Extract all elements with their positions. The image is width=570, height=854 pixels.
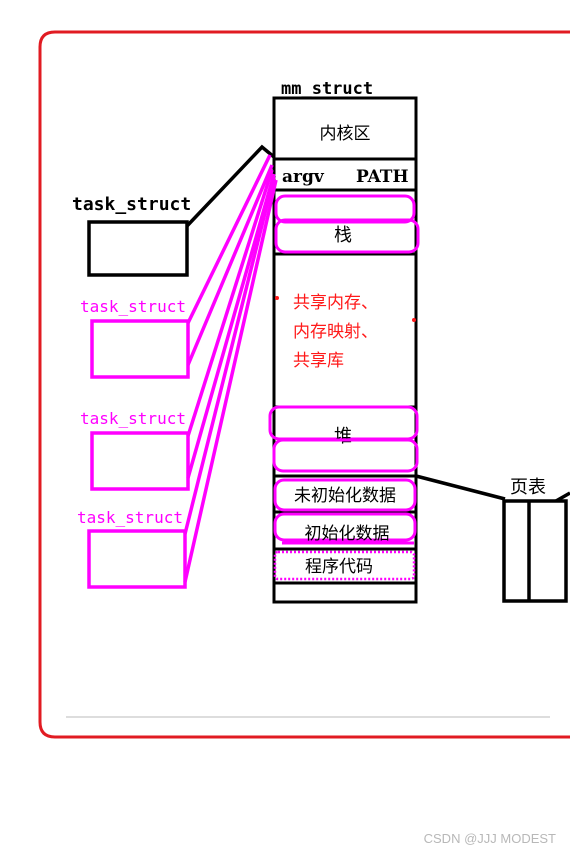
- argv-label: argv: [282, 167, 325, 187]
- page-table-box: [502, 499, 568, 603]
- mm-struct-title: mm_struct: [281, 79, 373, 99]
- uninit-data-label: 未初始化数据: [294, 486, 396, 506]
- thread-to-mm-link: [186, 164, 274, 366]
- thread-to-mm-link: [183, 179, 278, 583]
- outer-frame: [38, 30, 570, 739]
- task-to-mm-link: [185, 144, 276, 228]
- task-struct-box: [87, 220, 189, 277]
- thread-to-mm-link: [186, 173, 276, 479]
- uninit-bubble: [273, 478, 417, 512]
- mm-to-page-table-link: [415, 474, 506, 501]
- red-dot: [412, 318, 416, 322]
- kernel-region-label: 内核区: [320, 124, 371, 144]
- task-struct-label: task_struct: [72, 194, 191, 215]
- thread-to-mm-link: [186, 169, 274, 437]
- thread-stack-bubble: [274, 194, 416, 224]
- thread-task-struct-box: [90, 431, 190, 491]
- thread-to-mm-link: [186, 154, 272, 324]
- thread-heap-bubble: [272, 438, 419, 473]
- thread-to-mm-link: [183, 176, 276, 535]
- thread-task-struct-label: task_struct: [80, 297, 186, 316]
- shared-line-3: 共享库: [293, 351, 344, 371]
- watermark: CSDN @JJJ MODEST: [423, 831, 556, 846]
- mm-struct-box: [272, 96, 418, 604]
- heap-label: 堆: [334, 426, 352, 447]
- init-data-label: 初始化数据: [305, 524, 390, 544]
- code-bubble: [273, 550, 416, 581]
- thread-task-struct-label: task_struct: [80, 409, 186, 428]
- stack-label: 栈: [334, 225, 352, 246]
- init-bubble: [273, 512, 417, 542]
- page-table-label: 页表: [510, 477, 546, 498]
- shared-line-1: 共享内存、: [293, 293, 378, 313]
- thread-task-struct-box: [87, 529, 187, 589]
- red-dot: [275, 296, 279, 300]
- path-label: PATH: [356, 167, 409, 187]
- thread-task-struct-box: [90, 319, 190, 379]
- thread-task-struct-label: task_struct: [77, 508, 183, 527]
- shared-line-2: 内存映射、: [293, 322, 378, 342]
- program-code-label: 程序代码: [305, 557, 373, 577]
- thread-stack-bubble: [274, 218, 420, 254]
